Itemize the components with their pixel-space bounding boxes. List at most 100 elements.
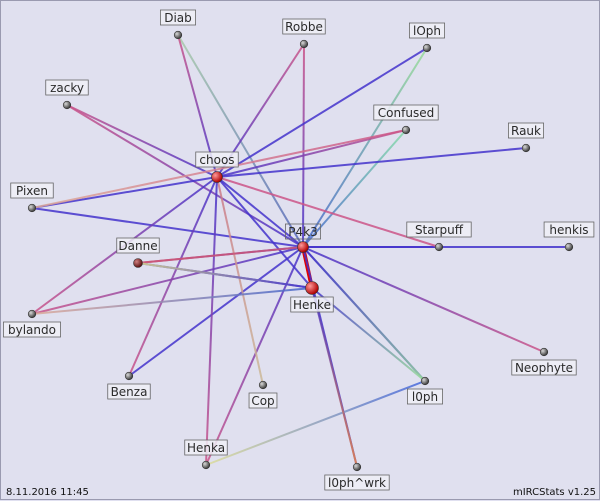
edge-Pixen-Confused: [31, 129, 407, 209]
edge-P4k3-Pixen: [31, 207, 304, 248]
node-label: Diab: [164, 11, 192, 25]
node-dot: [401, 125, 411, 135]
edge-l0ph^wrk-Henke: [311, 287, 358, 468]
node-zacky: zacky: [45, 79, 89, 110]
node-dot: [297, 241, 309, 253]
footer-app-version: mIRCStats v1.25: [513, 487, 596, 498]
node-dot: [299, 39, 309, 49]
node-label-box: [507, 122, 544, 139]
node-dot: [27, 309, 37, 319]
node-dot: [539, 347, 549, 357]
node-Rauk: Rauk: [507, 122, 544, 153]
edge-choos-Benza: [128, 176, 218, 377]
edge-P4k3-Neophyte: [302, 246, 545, 353]
node-label-box: [248, 392, 278, 409]
node-label-box: [195, 151, 239, 168]
node-Henke: Henke: [290, 281, 334, 313]
node-dot: [124, 371, 134, 381]
node-dot: [564, 242, 574, 252]
node-label-box: [284, 223, 321, 240]
node-dot: [352, 462, 362, 472]
node-Neophyte: Neophyte: [511, 347, 577, 376]
edge-choos-Cop: [216, 176, 264, 386]
node-label-box: [543, 221, 595, 238]
node-Henka: Henka: [184, 439, 228, 470]
node-dot: [211, 171, 223, 183]
edge-choos-Henke: [216, 176, 313, 289]
node-Confused: Confused: [373, 104, 439, 135]
node-label: Henke: [293, 298, 331, 312]
node-label-box: [406, 221, 472, 238]
edge-P4k3-Confused: [302, 129, 407, 248]
node-bylando: bylando: [3, 309, 61, 338]
edge-choos-zacky: [66, 104, 218, 178]
node-label-box: [45, 79, 89, 96]
node-label: zacky: [50, 81, 84, 95]
node-label: Benza: [111, 385, 148, 399]
node-label: Henka: [187, 441, 225, 455]
edge-Danne-Henke: [137, 262, 313, 289]
node-dot: [133, 258, 143, 268]
node-l0ph: l0ph: [406, 376, 443, 405]
edge-Henke-bylando: [31, 287, 313, 315]
node-choos: choos: [195, 151, 239, 183]
node-label: P4k3: [288, 225, 317, 239]
node-henkis: henkis: [543, 221, 595, 252]
node-label: Danne: [118, 239, 157, 253]
edge-Danne-P4k3: [137, 246, 304, 264]
node-Diab: Diab: [159, 9, 196, 40]
node-label-box: [107, 383, 151, 400]
node-label: l0ph^wrk: [328, 476, 386, 490]
node-label: bylando: [8, 323, 56, 337]
node-label: Neophyte: [515, 361, 573, 375]
edge-choos-Confused: [216, 129, 407, 178]
edge-P4k3-Robbe: [302, 43, 305, 248]
node-dot: [521, 143, 531, 153]
node-dot: [258, 380, 268, 390]
edges-layer: [31, 34, 569, 468]
node-dot: [305, 281, 319, 295]
edge-choos-Rauk: [216, 147, 527, 178]
node-Danne: Danne: [116, 237, 160, 268]
node-label: henkis: [549, 223, 588, 237]
node-Robbe: Robbe: [282, 18, 326, 49]
node-label-box: [324, 474, 390, 491]
node-label-box: [184, 439, 228, 456]
node-label: Starpuff: [415, 223, 464, 237]
node-dot: [420, 376, 430, 386]
node-label-box: [406, 388, 443, 405]
edge-l0ph-P4k3: [302, 246, 426, 382]
node-l0ph^wrk: l0ph^wrk: [324, 462, 390, 491]
edge-choos-Henka: [205, 176, 218, 466]
node-label-box: [408, 22, 445, 39]
node-label: Confused: [378, 106, 434, 120]
edge-choos-lOph: [216, 47, 428, 178]
node-lOph: lOph: [408, 22, 445, 53]
node-Benza: Benza: [107, 371, 151, 400]
node-label: Pixen: [16, 184, 48, 198]
node-label-box: [282, 18, 326, 35]
node-label-box: [373, 104, 439, 121]
edge-P4k3-Benza: [128, 246, 304, 377]
node-Cop: Cop: [248, 380, 278, 409]
footer-date: 8.11.2016 11:45: [6, 487, 89, 498]
edge-choos-Starpuff: [216, 176, 440, 248]
edge-P4k3-Henka: [205, 246, 304, 466]
node-Pixen: Pixen: [10, 182, 54, 213]
node-dot: [173, 30, 183, 40]
node-label: Rauk: [511, 124, 541, 138]
node-dot: [62, 100, 72, 110]
node-label: choos: [199, 153, 234, 167]
node-label: l0ph: [412, 390, 438, 404]
edge-l0ph-Henka: [205, 380, 426, 466]
node-label: Robbe: [285, 20, 323, 34]
node-Starpuff: Starpuff: [406, 221, 472, 252]
edge-choos-Pixen: [31, 176, 218, 209]
edge-P4k3-choos: [216, 176, 304, 248]
node-label-box: [3, 321, 61, 338]
edge-P4k3-bylando: [31, 246, 304, 315]
node-label-box: [290, 296, 334, 313]
